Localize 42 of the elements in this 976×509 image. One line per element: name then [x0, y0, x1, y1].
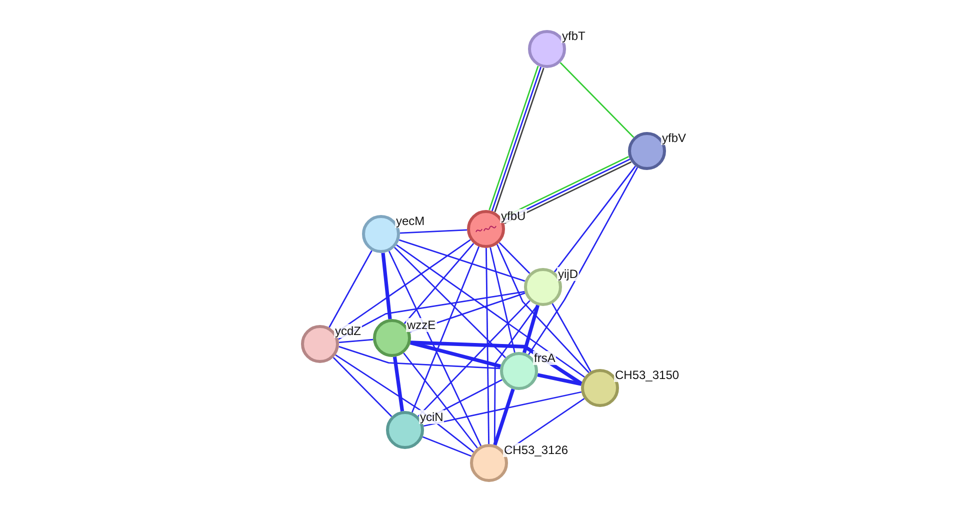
node-label: yfbV	[661, 131, 688, 145]
interaction-line	[560, 62, 634, 138]
interaction-line	[338, 291, 525, 340]
node-label: yfbT	[561, 29, 586, 43]
node-label: ycdZ	[334, 324, 362, 338]
interaction-line	[328, 250, 372, 328]
interaction-line	[418, 300, 530, 417]
interaction-line	[381, 252, 392, 320]
interaction-line	[338, 346, 500, 370]
node-label: yfbU	[500, 209, 527, 223]
interaction-line	[396, 244, 585, 378]
interaction-line	[332, 357, 392, 417]
node-label: frsA	[533, 351, 556, 365]
interaction-line	[423, 391, 582, 427]
interaction-line	[410, 341, 502, 368]
interaction-line	[490, 247, 516, 353]
interaction-line	[486, 248, 490, 444]
interaction-line	[537, 373, 582, 386]
interaction-line	[338, 338, 374, 344]
interaction-line	[335, 354, 474, 453]
interaction-line	[388, 250, 482, 446]
interaction-line	[404, 242, 474, 324]
interaction-line	[394, 246, 506, 358]
interaction-line	[493, 388, 515, 446]
node-label: wzzE	[406, 318, 437, 332]
node-label: CH53_3150	[614, 368, 680, 382]
node-label: yciN	[419, 410, 444, 424]
interaction-line	[400, 229, 468, 234]
interaction-line	[552, 303, 592, 372]
interaction-line	[522, 304, 540, 354]
node-label: yecM	[395, 214, 426, 228]
node-label: yijD	[557, 267, 579, 281]
interaction-line	[528, 167, 638, 355]
interaction-line	[411, 246, 480, 413]
node-label: CH53_3126	[503, 443, 570, 457]
interaction-line	[398, 239, 526, 282]
interaction-line	[392, 356, 404, 412]
interaction-line	[554, 166, 636, 272]
interaction-line	[422, 436, 472, 457]
interaction-line	[498, 242, 530, 274]
interaction-line	[496, 244, 590, 374]
interaction-line	[403, 352, 478, 448]
